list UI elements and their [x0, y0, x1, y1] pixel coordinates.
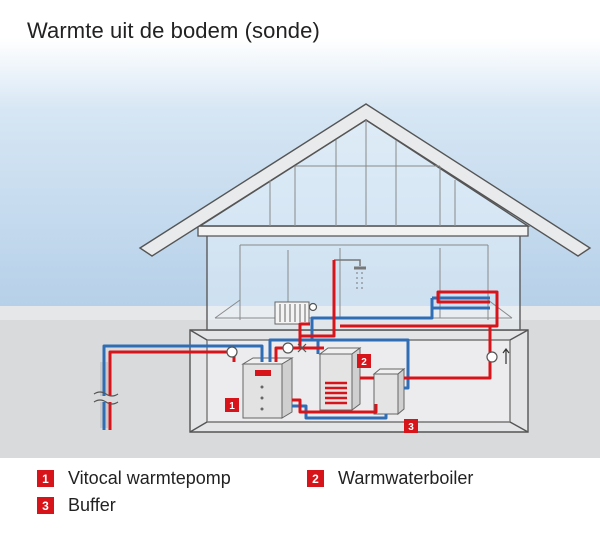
- svg-text:3: 3: [408, 422, 414, 433]
- legend-label: Vitocal warmtepomp: [68, 468, 231, 488]
- boiler-heating-coil: [325, 381, 347, 405]
- flow-pipes: [108, 260, 499, 414]
- thermometer-icon: [502, 348, 510, 364]
- radiator: [274, 301, 310, 325]
- ground-probe: [93, 360, 119, 430]
- circulation-pumps: [226, 302, 498, 363]
- page-title: Warmte uit de bodem (sonde): [27, 18, 320, 43]
- badge-water-boiler: 2: [357, 354, 371, 368]
- heat-pump-unit: [241, 357, 294, 419]
- badge-heat-pump: 1: [225, 398, 239, 412]
- legend-label: Warmwaterboiler: [338, 468, 474, 488]
- upper-floor-slab: [197, 225, 529, 237]
- svg-text:2: 2: [361, 357, 367, 368]
- house-walls: [206, 231, 521, 331]
- roof: [138, 103, 592, 257]
- water-boiler: [318, 347, 362, 411]
- roof-truss-lines: [269, 120, 456, 226]
- legend-item-water-boiler: 2 Warmwaterboiler: [307, 468, 473, 489]
- legend-number-badge: 1: [37, 470, 54, 487]
- badge-buffer: 3: [404, 419, 418, 433]
- legend-item-buffer: 3 Buffer: [37, 495, 116, 516]
- shower-head: [334, 259, 366, 290]
- legend: 1 Vitocal warmtepomp 2 Warmwaterboiler 3…: [0, 458, 600, 550]
- svg-text:1: 1: [229, 401, 235, 412]
- legend-label: Buffer: [68, 495, 116, 515]
- buffer-tank: [372, 367, 406, 416]
- mixing-valve: [297, 343, 307, 353]
- legend-number-badge: 3: [37, 497, 54, 514]
- return-pipes: [102, 296, 490, 420]
- legend-number-badge: 2: [307, 470, 324, 487]
- legend-item-heat-pump: 1 Vitocal warmtepomp: [37, 468, 231, 489]
